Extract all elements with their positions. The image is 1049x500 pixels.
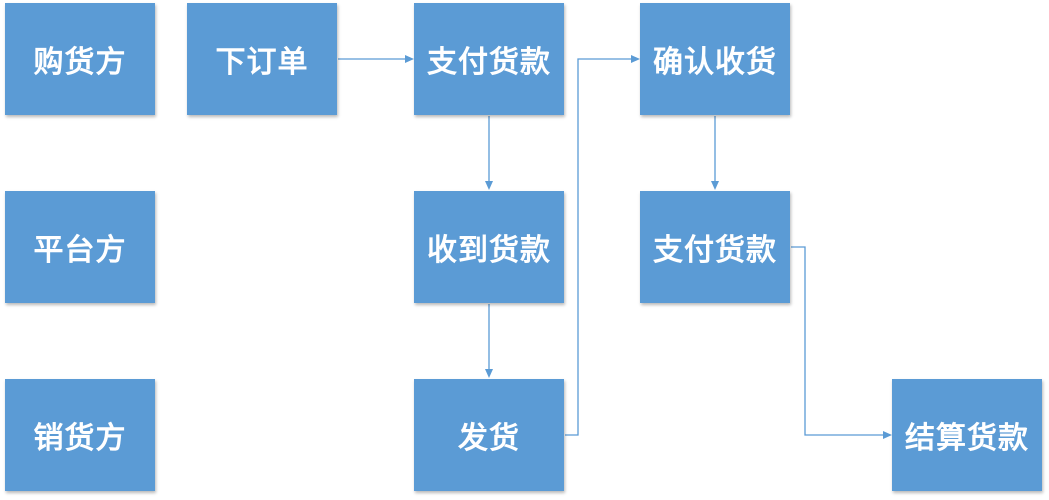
role-buyer-box: 购货方 (5, 3, 155, 115)
step-ship-label: 发货 (458, 421, 520, 456)
role-buyer-label: 购货方 (33, 45, 127, 80)
step-ship-box: 发货 (414, 379, 564, 491)
step-platform-pay-box: 支付货款 (640, 191, 790, 303)
step-settle-label: 结算货款 (905, 421, 1029, 456)
step-settle-box: 结算货款 (892, 379, 1042, 491)
step-platform-receive-label: 收到货款 (427, 233, 551, 268)
step-buyer-pay-box: 支付货款 (414, 3, 564, 115)
step-confirm-receipt-box: 确认收货 (640, 3, 790, 115)
arrowhead-platform-pay-to-settle (883, 431, 892, 439)
arrowhead-ship-to-confirm (631, 55, 640, 63)
connector-ship-to-confirm (565, 58, 632, 436)
connector-platform-pay-to-settle (791, 246, 884, 436)
step-place-order-label: 下订单 (215, 45, 309, 80)
arrowhead-pay-to-receive (485, 181, 493, 190)
arrowhead-confirm-to-platform-pay (711, 181, 719, 190)
step-confirm-receipt-label: 确认收货 (653, 45, 777, 80)
role-seller-label: 销货方 (33, 421, 127, 456)
step-place-order-box: 下订单 (187, 3, 337, 115)
role-platform-label: 平台方 (33, 233, 127, 268)
step-platform-receive-box: 收到货款 (414, 191, 564, 303)
role-seller-box: 销货方 (5, 379, 155, 491)
arrowhead-order-to-pay (405, 55, 414, 63)
step-buyer-pay-label: 支付货款 (427, 45, 551, 80)
step-platform-pay-label: 支付货款 (653, 233, 777, 268)
role-platform-box: 平台方 (5, 191, 155, 303)
arrowhead-receive-to-ship (485, 369, 493, 378)
